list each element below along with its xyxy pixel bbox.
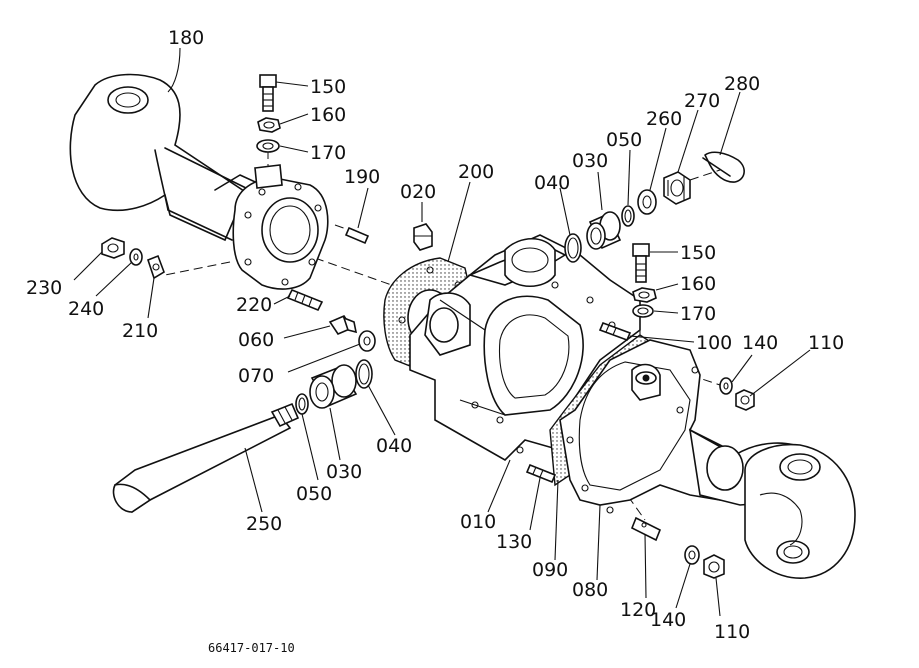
callout-030-lower: 030 — [326, 461, 362, 483]
lock-plate-210 — [147, 254, 165, 280]
drawing-code: 66417-017-10 — [208, 641, 295, 655]
o-ring-050-lower — [295, 393, 309, 415]
stud-220 — [286, 288, 324, 312]
callout-220: 220 — [236, 294, 272, 316]
oil-seal-040-upper — [564, 233, 582, 263]
callout-180: 180 — [168, 27, 204, 49]
callout-160-right: 160 — [680, 273, 716, 295]
callout-150-upper: 150 — [310, 76, 346, 98]
washer-070 — [358, 330, 376, 352]
callout-120: 120 — [620, 599, 656, 621]
washer-260 — [637, 189, 657, 215]
nut-160-right — [632, 287, 657, 303]
callout-210: 210 — [122, 320, 158, 342]
callout-050-upper: 050 — [606, 129, 642, 151]
callout-080: 080 — [572, 579, 608, 601]
bearing-030-lower — [309, 364, 358, 409]
stud-100 — [598, 321, 632, 342]
right-axle-housing-080 — [559, 339, 856, 579]
bolt-150-right — [632, 243, 650, 283]
washer-170-right — [632, 304, 654, 318]
callout-260: 260 — [646, 108, 682, 130]
washer-140-upper — [719, 377, 733, 395]
cotter-pin-280 — [702, 151, 745, 183]
callout-050-lower: 050 — [296, 483, 332, 505]
lock-plate-120 — [630, 516, 662, 542]
left-axle-housing — [69, 73, 329, 290]
dowel-pin-190 — [344, 226, 370, 245]
bearing-030-upper — [586, 211, 622, 250]
washer-240 — [129, 248, 143, 266]
callout-130: 130 — [496, 531, 532, 553]
callout-170-upper: 170 — [310, 142, 346, 164]
callout-010: 010 — [460, 511, 496, 533]
callout-240: 240 — [68, 298, 104, 320]
callout-labels: 180 150 160 170 190 020 200 040 030 050 … — [26, 27, 844, 655]
callout-140-lower: 140 — [650, 609, 686, 631]
shaft-250 — [112, 402, 300, 514]
center-housing-010 — [409, 234, 641, 461]
bolt-150-upper — [259, 74, 277, 112]
leader-lines — [73, 47, 811, 617]
nut-110-lower — [703, 554, 725, 579]
callout-250: 250 — [246, 513, 282, 535]
nut-160-upper — [257, 117, 281, 133]
callout-060: 060 — [238, 329, 274, 351]
callout-090: 090 — [532, 559, 568, 581]
callout-160-upper: 160 — [310, 104, 346, 126]
callout-030-upper: 030 — [572, 150, 608, 172]
oil-seal-040-lower — [355, 359, 373, 389]
stud-130 — [525, 463, 557, 484]
callout-110-upper: 110 — [808, 332, 844, 354]
washer-140-lower — [684, 545, 700, 565]
castle-nut-270 — [663, 171, 691, 205]
callout-200: 200 — [458, 161, 494, 183]
o-ring-050-upper — [621, 205, 635, 227]
callout-020: 020 — [400, 181, 436, 203]
callout-040-lower: 040 — [376, 435, 412, 457]
washer-170-upper — [256, 139, 280, 153]
callout-100: 100 — [696, 332, 732, 354]
callout-280: 280 — [724, 73, 760, 95]
nut-230 — [101, 237, 125, 259]
callout-230: 230 — [26, 277, 62, 299]
callout-170-right: 170 — [680, 303, 716, 325]
callout-040-upper: 040 — [534, 172, 570, 194]
callout-140-upper: 140 — [742, 332, 778, 354]
callout-110-lower: 110 — [714, 621, 750, 643]
callout-270: 270 — [684, 90, 720, 112]
nut-110-upper — [735, 389, 755, 411]
callout-190: 190 — [344, 166, 380, 188]
breather-020 — [413, 223, 433, 251]
plug-060 — [328, 315, 358, 335]
callout-150-right: 150 — [680, 242, 716, 264]
callout-070: 070 — [238, 365, 274, 387]
